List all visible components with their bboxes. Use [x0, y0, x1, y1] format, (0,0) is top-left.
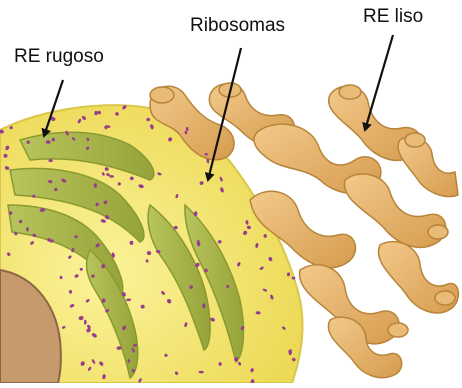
label-smooth-er: RE liso — [363, 7, 423, 26]
tubule-j — [398, 137, 458, 197]
label-rough-er: RE rugoso — [14, 47, 104, 66]
tubule-end — [428, 225, 448, 239]
tubule-end — [388, 323, 408, 337]
tubule-end — [435, 291, 455, 305]
ribosome-dot — [84, 320, 87, 325]
tubule-end — [405, 133, 425, 147]
arrow-icon — [365, 35, 393, 130]
label-ribosomes: Ribosomas — [190, 16, 285, 35]
ribosome-dot — [194, 211, 198, 216]
tubule-end — [150, 87, 174, 103]
tubule-end — [339, 85, 361, 99]
